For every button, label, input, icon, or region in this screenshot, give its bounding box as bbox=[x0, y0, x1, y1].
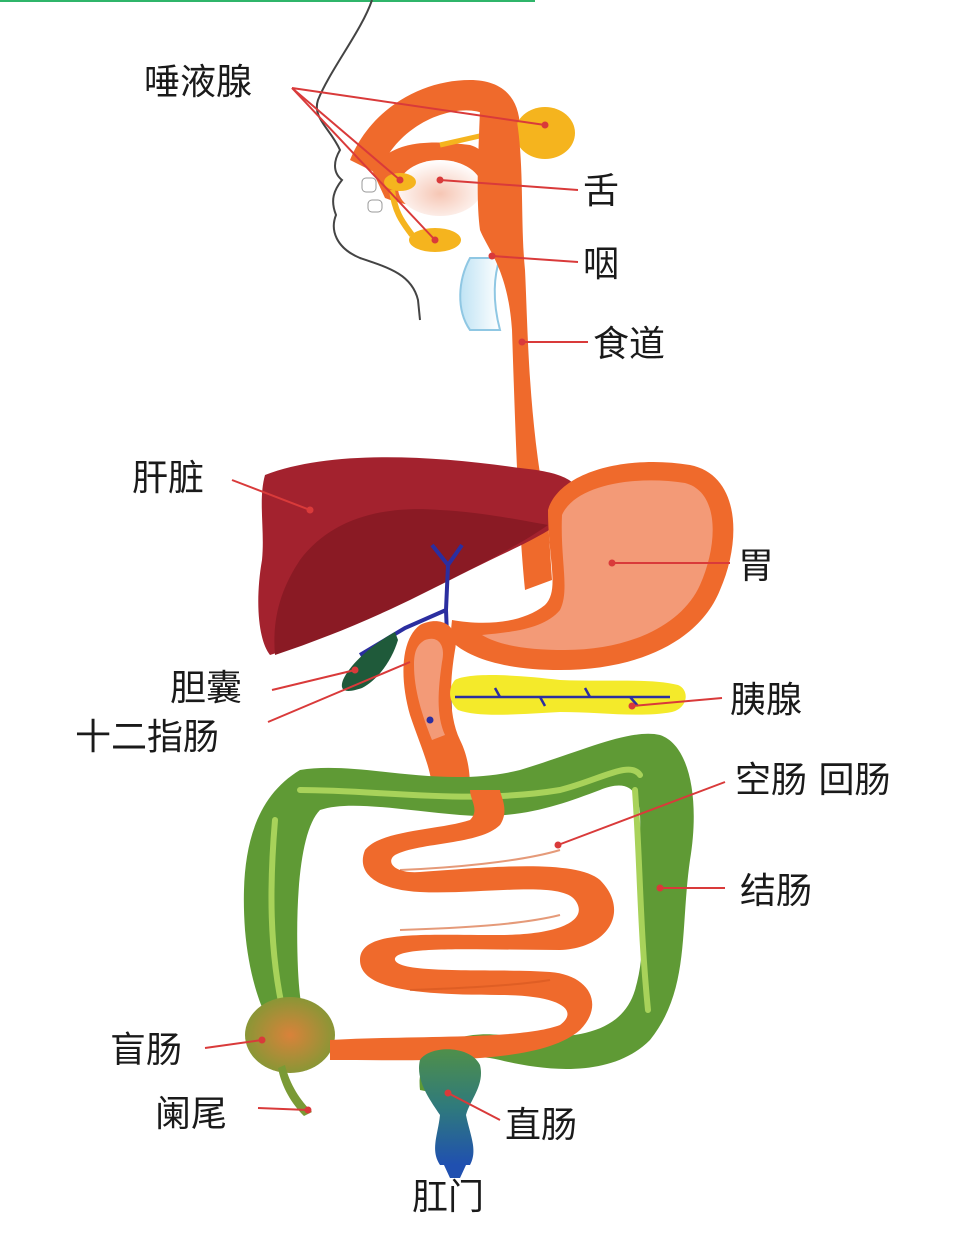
dot-salivary-1 bbox=[541, 121, 549, 129]
pointer-salivary-2 bbox=[291, 87, 401, 181]
appendix-shape bbox=[278, 1065, 312, 1116]
pointer-pharynx bbox=[491, 255, 579, 263]
dot-appendix bbox=[304, 1106, 312, 1114]
liver-lower-lobe bbox=[274, 509, 548, 655]
parotid-gland bbox=[515, 107, 575, 159]
dot-small-intestine bbox=[554, 841, 562, 849]
label-appendix: 阑尾 bbox=[155, 1094, 227, 1135]
dot-pharynx bbox=[488, 252, 496, 260]
label-cecum: 盲肠 bbox=[110, 1030, 182, 1071]
dot-rectum bbox=[444, 1089, 452, 1097]
dot-pancreas bbox=[628, 702, 636, 710]
label-small-intestine: 空肠 回肠 bbox=[735, 760, 890, 801]
label-stomach: 胃 bbox=[738, 546, 774, 587]
pancreatic-duct bbox=[455, 687, 670, 707]
pointer-duodenum bbox=[267, 661, 411, 723]
dot-gallbladder bbox=[351, 666, 359, 674]
pointer-salivary-1 bbox=[291, 87, 546, 126]
pointer-pancreas bbox=[631, 697, 723, 707]
dot-cecum bbox=[258, 1036, 266, 1044]
pointer-lines bbox=[204, 87, 730, 1121]
small-intestine-folds bbox=[399, 849, 561, 991]
dot-tongue bbox=[436, 176, 444, 184]
pointer-liver bbox=[231, 479, 311, 511]
label-rectum: 直肠 bbox=[505, 1105, 577, 1146]
dot-liver bbox=[306, 506, 314, 514]
pointer-rectum bbox=[447, 1092, 501, 1121]
pharynx-esophagus bbox=[477, 102, 552, 590]
gallbladder-shape bbox=[341, 632, 398, 691]
pointer-appendix bbox=[257, 1107, 309, 1111]
duodenum-inner bbox=[414, 638, 445, 740]
rectum-shape bbox=[419, 1049, 482, 1165]
head-profile-outline bbox=[315, 0, 421, 321]
pointer-gallbladder bbox=[271, 669, 356, 691]
top-border-line bbox=[0, 0, 535, 2]
label-duodenum: 十二指肠 bbox=[75, 717, 219, 758]
pointer-dots bbox=[258, 121, 664, 1114]
trachea bbox=[459, 257, 502, 331]
label-tongue: 舌 bbox=[583, 171, 619, 212]
upper-tooth bbox=[361, 177, 377, 193]
dot-duodenum bbox=[426, 716, 434, 724]
label-gallbladder: 胆囊 bbox=[170, 668, 242, 709]
label-colon: 结肠 bbox=[740, 871, 812, 912]
label-anus: 肛门 bbox=[412, 1177, 484, 1218]
lower-tooth bbox=[367, 199, 383, 213]
dot-colon bbox=[656, 884, 664, 892]
pointer-tongue bbox=[439, 179, 579, 191]
label-esophagus: 食道 bbox=[593, 324, 665, 365]
dot-stomach bbox=[608, 559, 616, 567]
dot-esophagus bbox=[518, 338, 526, 346]
pointer-cecum bbox=[204, 1039, 263, 1049]
label-pancreas: 胰腺 bbox=[730, 680, 802, 721]
small-intestine-shape bbox=[330, 790, 615, 1061]
tongue-shape bbox=[398, 160, 482, 216]
label-salivary-glands: 唾液腺 bbox=[144, 62, 252, 103]
label-liver: 肝脏 bbox=[132, 458, 204, 499]
cecum-shape bbox=[245, 997, 335, 1073]
anus-shape bbox=[444, 1165, 466, 1178]
label-pharynx: 咽 bbox=[583, 244, 619, 285]
dot-salivary-2 bbox=[396, 176, 404, 184]
pointer-salivary-3 bbox=[291, 87, 436, 241]
colon-shape bbox=[243, 733, 694, 1095]
dot-salivary-3 bbox=[431, 236, 439, 244]
palate bbox=[350, 80, 520, 175]
pancreas-shape bbox=[450, 675, 686, 715]
pointer-small-intestine bbox=[557, 781, 726, 846]
stomach-inner bbox=[482, 480, 713, 650]
